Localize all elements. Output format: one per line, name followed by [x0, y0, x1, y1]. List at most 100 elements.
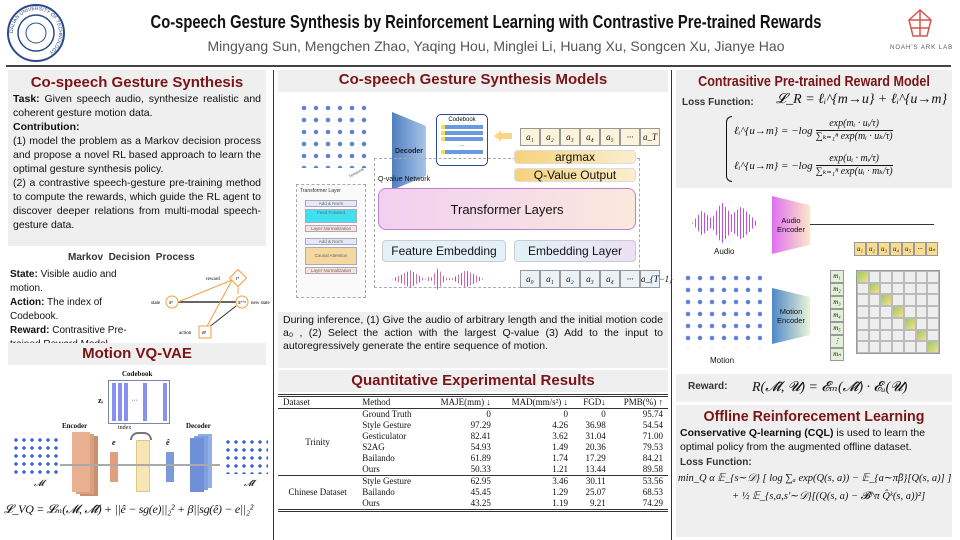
value-cell: 1.29	[552, 487, 569, 497]
action-cell: a₂	[540, 128, 560, 146]
m-cell: m₃	[830, 296, 844, 309]
matrix-cell	[880, 282, 893, 295]
value-cell: 71.00	[642, 431, 663, 441]
value-cell: 30.11	[585, 476, 606, 486]
reward-formula-row: Reward: R(𝓜̂, 𝓤) = 𝓔ₘ(𝓜̂) · 𝓔ᵤ(𝓤)	[676, 374, 952, 402]
matrix-cell	[892, 329, 904, 342]
index-label: index	[118, 425, 132, 431]
matrix-cell	[927, 341, 939, 353]
matrix-cell	[915, 282, 928, 295]
loop-arrow-icon	[130, 432, 152, 440]
audio-waveform-icon	[692, 202, 758, 244]
value-cell: 17.29	[585, 453, 606, 463]
motion-label: Motion	[710, 356, 735, 365]
qvalue-network-label: Q-value Network	[378, 176, 431, 183]
causal-attention: Causal Attention	[305, 247, 357, 265]
decoder-label: Decoder	[394, 147, 423, 155]
matrix-cell	[880, 306, 893, 318]
motion-skeleton-out	[224, 438, 268, 474]
qvalue-output-box: Q-Value Output	[514, 168, 636, 182]
value-cell: 36.98	[585, 420, 606, 430]
brace	[726, 116, 732, 182]
select-arrow-icon	[494, 130, 512, 142]
action-cell: a₄	[600, 270, 620, 288]
m-label: 𝓜	[34, 478, 45, 488]
u-cell: u₅	[902, 242, 914, 256]
col-header: Method	[362, 397, 391, 407]
matrix-cell	[868, 282, 881, 295]
action-cell: a₃	[560, 128, 580, 146]
matrix-cell	[880, 271, 893, 283]
method-cell: S2AG	[362, 442, 385, 452]
loss-m2u: ℓᵢ^{u→m} = −log exp(mᵢ · uᵢ/τ)∑ₖ₌₁ⁿ exp(…	[734, 118, 893, 143]
motion-encoder-block: Motion Encoder	[772, 288, 810, 344]
matrix-cell	[915, 306, 928, 318]
u-cell: u₁	[854, 242, 866, 256]
matrix-cell	[903, 294, 916, 307]
lab-logo: NOAH'S ARK LAB	[890, 8, 952, 51]
action-cell: a_{T−1}	[640, 270, 673, 288]
table-row: S2AG 54.93 1.49 20.36 79.53	[278, 442, 668, 453]
method-cell: Gesticulator	[362, 431, 407, 441]
value-cell: 95.74	[642, 409, 663, 419]
vq-codebook: ···	[108, 380, 170, 424]
cql-loss-line2: + ½ 𝔼_{s,a,s′∼𝒟}[(Q(s, a) − 𝓑̂^π Q̂ᵏ(s, …	[732, 491, 926, 502]
value-cell: 45.45	[470, 487, 491, 497]
value-cell: 31.04	[585, 431, 606, 441]
matrix-cell	[915, 294, 928, 307]
transformer-layers-box: Transformer Layers	[378, 188, 636, 230]
code-row	[441, 131, 483, 135]
reward-model-section: Contrasitive Pre-trained Reward Model Lo…	[676, 70, 952, 188]
value-cell: 79.53	[642, 442, 663, 452]
matrix-cell	[915, 341, 928, 353]
value-cell: 1.49	[552, 442, 569, 452]
codebook-label: Codebook	[448, 117, 476, 123]
value-cell: 97.29	[470, 420, 491, 430]
action-cell: a₁	[520, 128, 540, 146]
column-divider	[273, 70, 274, 540]
action-cell: a₅	[600, 128, 620, 146]
value-cell: 9.21	[590, 498, 606, 508]
code-row	[441, 125, 483, 129]
mdp-title: Markov Decision Process	[68, 252, 195, 263]
results-table: Dataset Method MAJE(mm) ↓ MAD(mm/s²) ↓ F…	[278, 394, 668, 512]
value-cell: 61.89	[470, 453, 491, 463]
value-cell: 54.93	[470, 442, 491, 452]
section-title: Offline Reinforecement Learning	[703, 408, 925, 425]
microphone-audio-icon	[392, 268, 484, 290]
matrix-cell	[927, 306, 939, 318]
ark-icon	[908, 8, 932, 37]
value-cell: 68.53	[642, 487, 663, 497]
matrix-cell	[915, 271, 928, 283]
value-cell: 13.44	[585, 464, 606, 474]
u-cell: ···	[914, 242, 926, 256]
cql-loss-line1: min_Q α 𝔼_{s∼𝒟} [ log ∑ₐ exp(Q(s, a)) − …	[678, 473, 952, 484]
code-row	[441, 150, 483, 154]
col-header: Dataset	[283, 397, 310, 407]
value-cell: 20.36	[585, 442, 606, 452]
matrix-cell	[892, 306, 904, 318]
matrix-cell	[857, 271, 869, 283]
action-cell: a_T	[640, 128, 660, 146]
lhs: ℓᵢ^{u→m} = −log	[734, 159, 813, 172]
matrix-cell	[903, 329, 916, 342]
matrix-cell	[915, 329, 928, 342]
layer-norm: Layer Normalization	[305, 267, 357, 274]
value-cell: 4.26	[552, 420, 569, 430]
quantize-block	[136, 440, 150, 492]
value-cell: 74.29	[642, 498, 663, 508]
value-cell: 54.54	[642, 420, 663, 430]
matrix-cell	[927, 329, 939, 342]
vq-loss-formula: 𝓛_VQ = 𝓛ₘ(𝓜, 𝓜̂) + ||ê − sg(e)||₂² + β||…	[4, 502, 254, 516]
mdp-state-label: state	[151, 301, 161, 306]
matrix-cell	[880, 329, 893, 342]
header-divider	[6, 65, 951, 67]
e-label: e	[112, 438, 116, 447]
q-network-frame	[374, 158, 640, 288]
